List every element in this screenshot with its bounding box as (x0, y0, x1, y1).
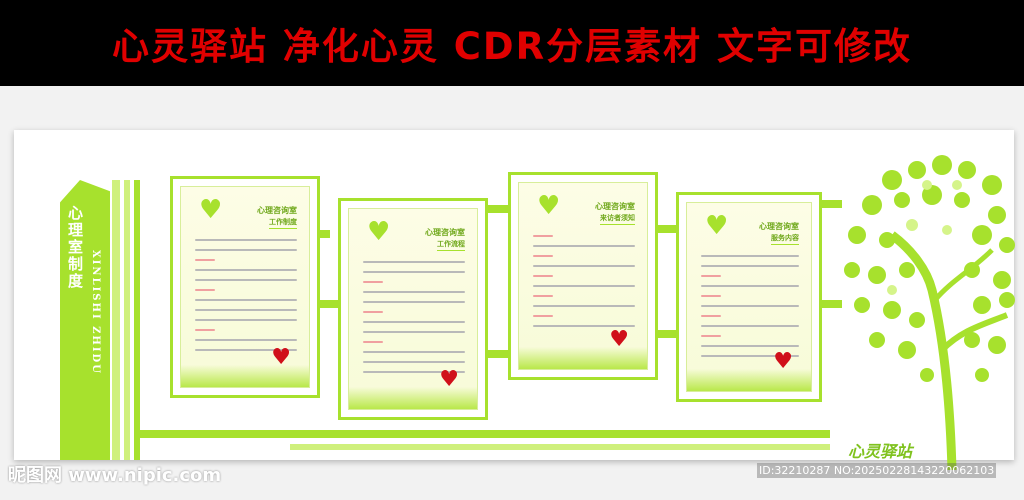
tree-heart-icon: ♥ (537, 191, 561, 221)
connector-bar (650, 225, 680, 233)
side-roman: XINLISHI ZHIDU (90, 250, 101, 375)
panel-title: 心理咨询室 (425, 228, 465, 237)
connector-bar (820, 300, 842, 308)
side-strip (134, 180, 140, 460)
side-title: 心理室制度 (66, 205, 84, 290)
tree-heart-icon: ♥ (367, 217, 391, 247)
grass-decoration (687, 369, 811, 391)
panel-text-block (363, 261, 465, 381)
bottom-bar-light (290, 444, 830, 450)
bottom-bar (140, 430, 830, 438)
heart-icon: ♥ (609, 327, 629, 352)
side-strip (60, 180, 110, 460)
panel-subtitle: 工作流程 (437, 239, 465, 251)
panel-subtitle: 服务内容 (771, 233, 799, 245)
banner-title: 心灵驿站 净化心灵 CDR分层素材 文字可修改 (111, 25, 912, 68)
heart-icon: ♥ (773, 349, 793, 374)
panel-text-block (701, 255, 799, 365)
panel-subtitle: 工作制度 (269, 217, 297, 229)
panel-text-block (195, 239, 297, 359)
tree-heart-icon: ♥ (705, 211, 729, 241)
side-strip-light (124, 180, 130, 460)
watermark-id: ID:32210287 NO:20250228143220062103 (757, 463, 997, 478)
grass-decoration (349, 387, 477, 409)
grass-decoration (181, 365, 309, 387)
panel-subtitle: 来访者须知 (600, 213, 635, 225)
panel-text-block (533, 235, 635, 335)
top-banner: 心灵驿站 净化心灵 CDR分层素材 文字可修改 (0, 0, 1024, 86)
leaf-tree-icon (844, 155, 1015, 470)
watermark-site: 昵图网 www.nipic.com (8, 465, 222, 486)
side-strip-light (112, 180, 120, 460)
tree-heart-icon: ♥ (199, 195, 223, 225)
connector-bar (480, 205, 510, 213)
connector-bar (820, 200, 842, 208)
panel-4: ♥ 心理咨询室 服务内容 ♥ (676, 192, 822, 402)
grass-decoration (519, 347, 647, 369)
panel-title: 心理咨询室 (595, 202, 635, 211)
connector-bar (300, 300, 340, 308)
panel-1: ♥ 心理咨询室 工作制度 ♥ (170, 176, 320, 398)
connector-bar (480, 350, 510, 358)
brand-logo: 心灵驿站 (848, 442, 913, 461)
connector-bar (650, 330, 680, 338)
panel-2: ♥ 心理咨询室 工作流程 ♥ (338, 198, 488, 420)
heart-icon: ♥ (439, 367, 459, 392)
panel-title: 心理咨询室 (257, 206, 297, 215)
panel-title: 心理咨询室 (759, 222, 799, 231)
panel-3: ♥ 心理咨询室 来访者须知 ♥ (508, 172, 658, 380)
heart-icon: ♥ (271, 345, 291, 370)
